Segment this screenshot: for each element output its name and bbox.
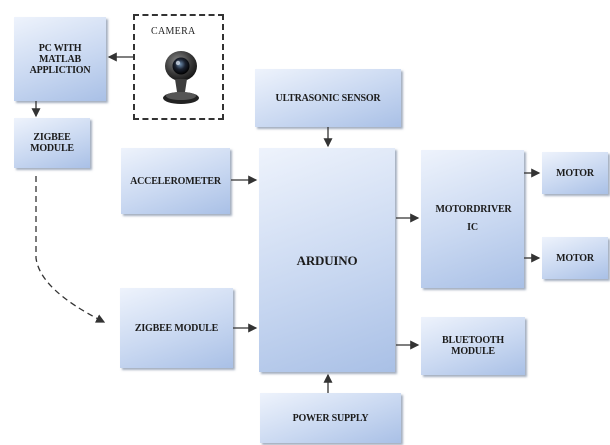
motordriver-ic-label: MOTORDRIVER IC [435,204,512,233]
arrow-wireless-link [35,176,106,323]
webcam-icon [163,51,199,104]
pc-matlab-label: PC WITH MATLAB APPLICTION [29,42,91,76]
power-supply-label: POWER SUPPLY [292,412,369,424]
ultrasonic-sensor-block: ULTRASONIC SENSOR [255,69,401,127]
arduino-block: ARDUINO [259,148,395,372]
zigbee-module-top-label: ZIGBEE MODULE [30,132,74,154]
zigbee-module-bottom-block: ZIGBEE MODULE [120,288,233,368]
power-supply-block: POWER SUPPLY [260,393,401,443]
arduino-label: ARDUINO [296,252,358,268]
motor-1-block: MOTOR [542,152,608,194]
accelerometer-block: ACCELEROMETER [121,148,230,214]
motordriver-ic-block: MOTORDRIVER IC [421,150,524,288]
motor-2-block: MOTOR [542,237,608,279]
motor-1-label: MOTOR [556,167,594,179]
zigbee-module-bottom-label: ZIGBEE MODULE [134,322,219,334]
accelerometer-label: ACCELEROMETER [130,175,221,187]
bluetooth-module-label: BLUETOOTH MODULE [442,335,504,357]
pc-matlab-block: PC WITH MATLAB APPLICTION [14,17,106,101]
zigbee-module-top-block: ZIGBEE MODULE [14,118,90,168]
bluetooth-module-block: BLUETOOTH MODULE [421,317,525,375]
motor-2-label: MOTOR [556,252,594,264]
camera-label: CAMERA [151,26,196,37]
ultrasonic-sensor-label: ULTRASONIC SENSOR [275,92,381,104]
camera-box: CAMERA [133,14,224,120]
